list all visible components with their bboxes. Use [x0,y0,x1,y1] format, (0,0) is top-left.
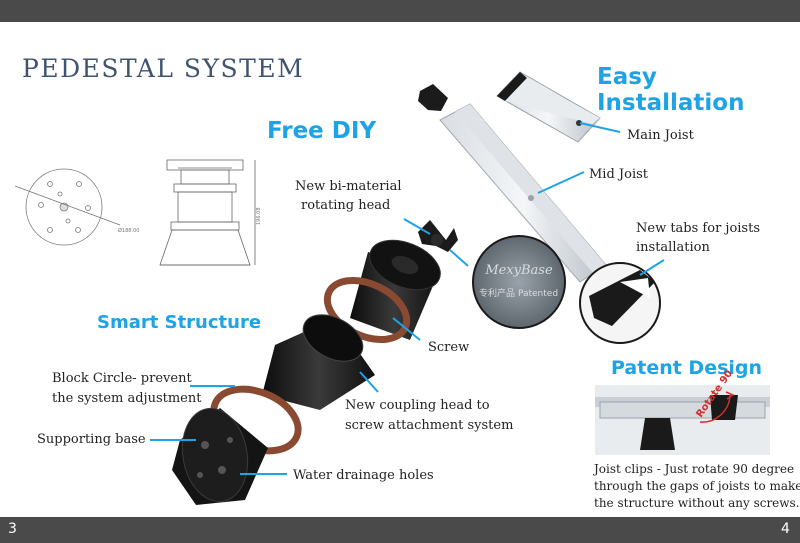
label-supporting-base: Supporting base [37,432,146,447]
label-block-circle-1: Block Circle- prevent [52,371,192,386]
label-coupling-head-2: screw attachment system [345,418,514,433]
rotating-head [418,220,458,252]
patent-photo [595,385,770,455]
label-screw: Screw [428,340,470,355]
patent-note-1: Joist clips - Just rotate 90 degree [594,462,795,476]
label-block-circle-2: the system adjustment [52,391,202,406]
top-bar [0,0,800,22]
label-tabs-1: New tabs for joists [636,221,760,236]
end-cap [418,84,448,111]
pedestal-exploded [172,239,441,505]
heading-free-diy: Free DIY [267,118,377,144]
bottom-bar [0,517,800,543]
label-main-joist: Main Joist [627,128,694,143]
dim-height: 196.08 [256,208,262,226]
heading-easy-installation: Easy Installation [597,64,745,116]
tabs-detail-circle [579,262,661,344]
stamp-brand: MexyBase [484,263,553,278]
top-view-drawing [14,168,121,246]
page-number-left: 3 [8,521,17,537]
label-tabs-2: installation [636,240,710,255]
patented-stamp: MexyBase 专利产品 Patented [472,235,566,329]
label-rotating-head-1: New bi-material [295,179,402,194]
main-joist [496,71,601,143]
page-number-right: 4 [781,521,790,537]
patent-note-3: the structure without any screws. [594,496,800,510]
heading-patent-design: Patent Design [611,357,763,379]
label-mid-joist: Mid Joist [589,167,649,182]
stamp-cn: 专利产品 [479,287,515,299]
label-coupling-head-1: New coupling head to [345,398,490,413]
label-drainage-holes: Water drainage holes [293,468,434,483]
leader-lines [150,122,665,475]
page-title: PEDESTAL SYSTEM [22,54,305,83]
stamp-en: Patented [518,289,558,299]
label-rotating-head-2: rotating head [301,198,391,213]
side-view-drawing [159,159,256,266]
dim-diameter: Ø188.00 [118,227,139,234]
patent-note-2: through the gaps of joists to make [594,479,800,493]
heading-smart-structure: Smart Structure [97,312,262,333]
